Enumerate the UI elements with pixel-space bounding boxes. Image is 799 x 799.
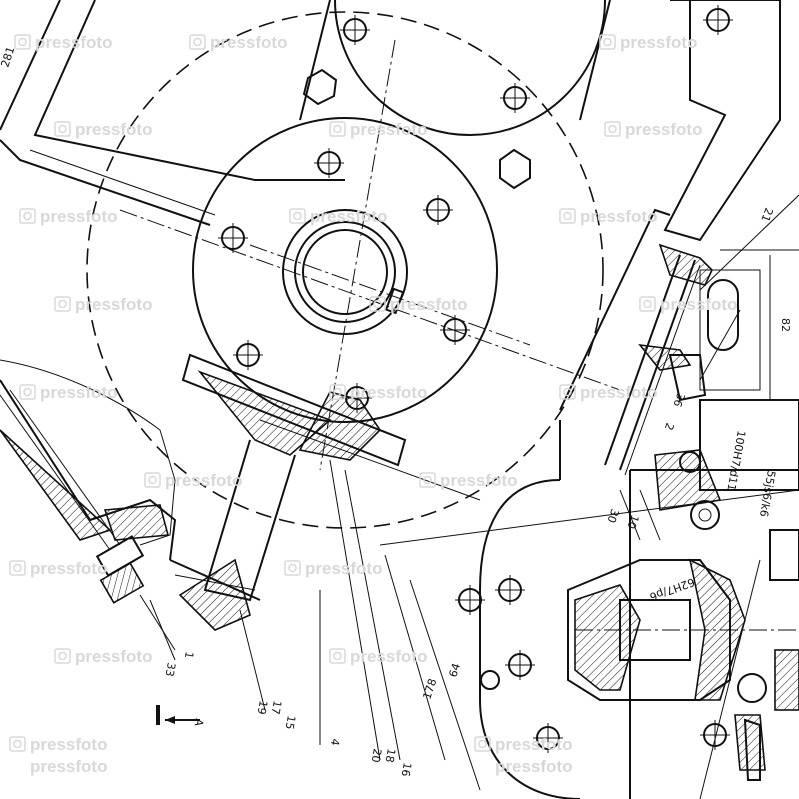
svg-text:pressfoto: pressfoto	[30, 757, 107, 776]
bolt-icon	[504, 649, 536, 681]
camera-icon	[14, 34, 31, 50]
hex-nuts	[302, 68, 531, 190]
bolt-icon	[494, 574, 526, 606]
dimension-lines	[149, 194, 799, 799]
dim-1: 1	[182, 650, 196, 659]
camera-icon	[19, 208, 36, 224]
svg-text:pressfoto: pressfoto	[305, 559, 382, 578]
svg-text:pressfoto: pressfoto	[620, 33, 697, 52]
svg-text:pressfoto: pressfoto	[390, 295, 467, 314]
svg-text:pressfoto: pressfoto	[75, 120, 152, 139]
bolt-icon	[313, 147, 345, 179]
camera-icon	[329, 121, 346, 137]
camera-icon	[329, 648, 346, 664]
dim-2: 2	[662, 421, 677, 432]
camera-icon	[639, 296, 656, 312]
bolt-icon	[699, 719, 731, 751]
dim-21: 21	[758, 206, 775, 224]
svg-text:pressfoto: pressfoto	[75, 295, 152, 314]
svg-text:pressfoto: pressfoto	[30, 559, 107, 578]
svg-text:pressfoto: pressfoto	[75, 647, 152, 666]
svg-text:pressfoto: pressfoto	[30, 735, 107, 754]
svg-text:pressfoto: pressfoto	[350, 120, 427, 139]
svg-text:pressfoto: pressfoto	[350, 647, 427, 666]
bolt-icon	[439, 314, 471, 346]
svg-text:pressfoto: pressfoto	[625, 120, 702, 139]
bolt-icon	[232, 339, 264, 371]
svg-text:pressfoto: pressfoto	[350, 383, 427, 402]
dim-19: 19	[255, 699, 270, 715]
camera-icon	[144, 472, 161, 488]
svg-text:pressfoto: pressfoto	[495, 757, 572, 776]
dim-18: 18	[383, 747, 398, 763]
dim-178: 178	[420, 677, 439, 701]
camera-icon	[189, 34, 206, 50]
camera-icon	[54, 648, 71, 664]
svg-text:pressfoto: pressfoto	[210, 33, 287, 52]
svg-text:pressfoto: pressfoto	[580, 207, 657, 226]
dim-20: 20	[369, 747, 384, 763]
left-bracket	[0, 359, 177, 651]
svg-text:pressfoto: pressfoto	[40, 207, 117, 226]
dim-17: 17	[269, 699, 284, 715]
dim-10: 10	[624, 513, 641, 531]
flange-bolts	[217, 4, 734, 754]
svg-text:pressfoto: pressfoto	[165, 471, 242, 490]
camera-icon	[54, 121, 71, 137]
camera-icon	[599, 34, 616, 50]
camera-icon	[284, 560, 301, 576]
bolt-icon	[422, 194, 454, 226]
camera-icon	[19, 384, 36, 400]
section-mark-A: A	[192, 717, 206, 727]
bolt-icon	[499, 82, 531, 114]
camera-icon	[604, 121, 621, 137]
dim-36: 36	[670, 391, 687, 409]
camera-icon	[559, 208, 576, 224]
watermark: pressfoto pressfoto pressfoto pressfoto …	[9, 33, 737, 776]
svg-text:pressfoto: pressfoto	[660, 295, 737, 314]
dim-30: 30	[604, 507, 621, 525]
lever-arm	[169, 353, 481, 631]
camera-icon	[9, 560, 26, 576]
svg-text:pressfoto: pressfoto	[35, 33, 112, 52]
bolt-icon	[339, 14, 371, 46]
camera-icon	[419, 472, 436, 488]
svg-text:pressfoto: pressfoto	[310, 207, 387, 226]
svg-text:pressfoto: pressfoto	[495, 735, 572, 754]
dim-15: 15	[283, 714, 298, 730]
dim-64: 64	[446, 662, 463, 679]
svg-text:pressfoto: pressfoto	[580, 383, 657, 402]
dim-100H7-d11: 100H7/d11	[724, 429, 747, 491]
gearbox	[479, 269, 799, 799]
svg-text:pressfoto: pressfoto	[40, 383, 117, 402]
camera-icon	[9, 736, 26, 752]
link-rod	[559, 0, 781, 480]
bolt-icon	[702, 4, 734, 36]
camera-icon	[289, 208, 306, 224]
main-housing	[0, 0, 621, 529]
dimension-labels: 281 82 21 36 2 100H7/d11 55js6/k6 62H7/p…	[0, 45, 792, 778]
dim-16: 16	[399, 761, 414, 777]
camera-icon	[54, 296, 71, 312]
svg-text:pressfoto: pressfoto	[440, 471, 517, 490]
dim-55js6-k6: 55js6/k6	[757, 469, 778, 517]
dim-4: 4	[328, 737, 342, 746]
bolt-icon	[217, 222, 249, 254]
dim-82: 82	[779, 318, 792, 332]
dim-33: 33	[163, 661, 178, 677]
